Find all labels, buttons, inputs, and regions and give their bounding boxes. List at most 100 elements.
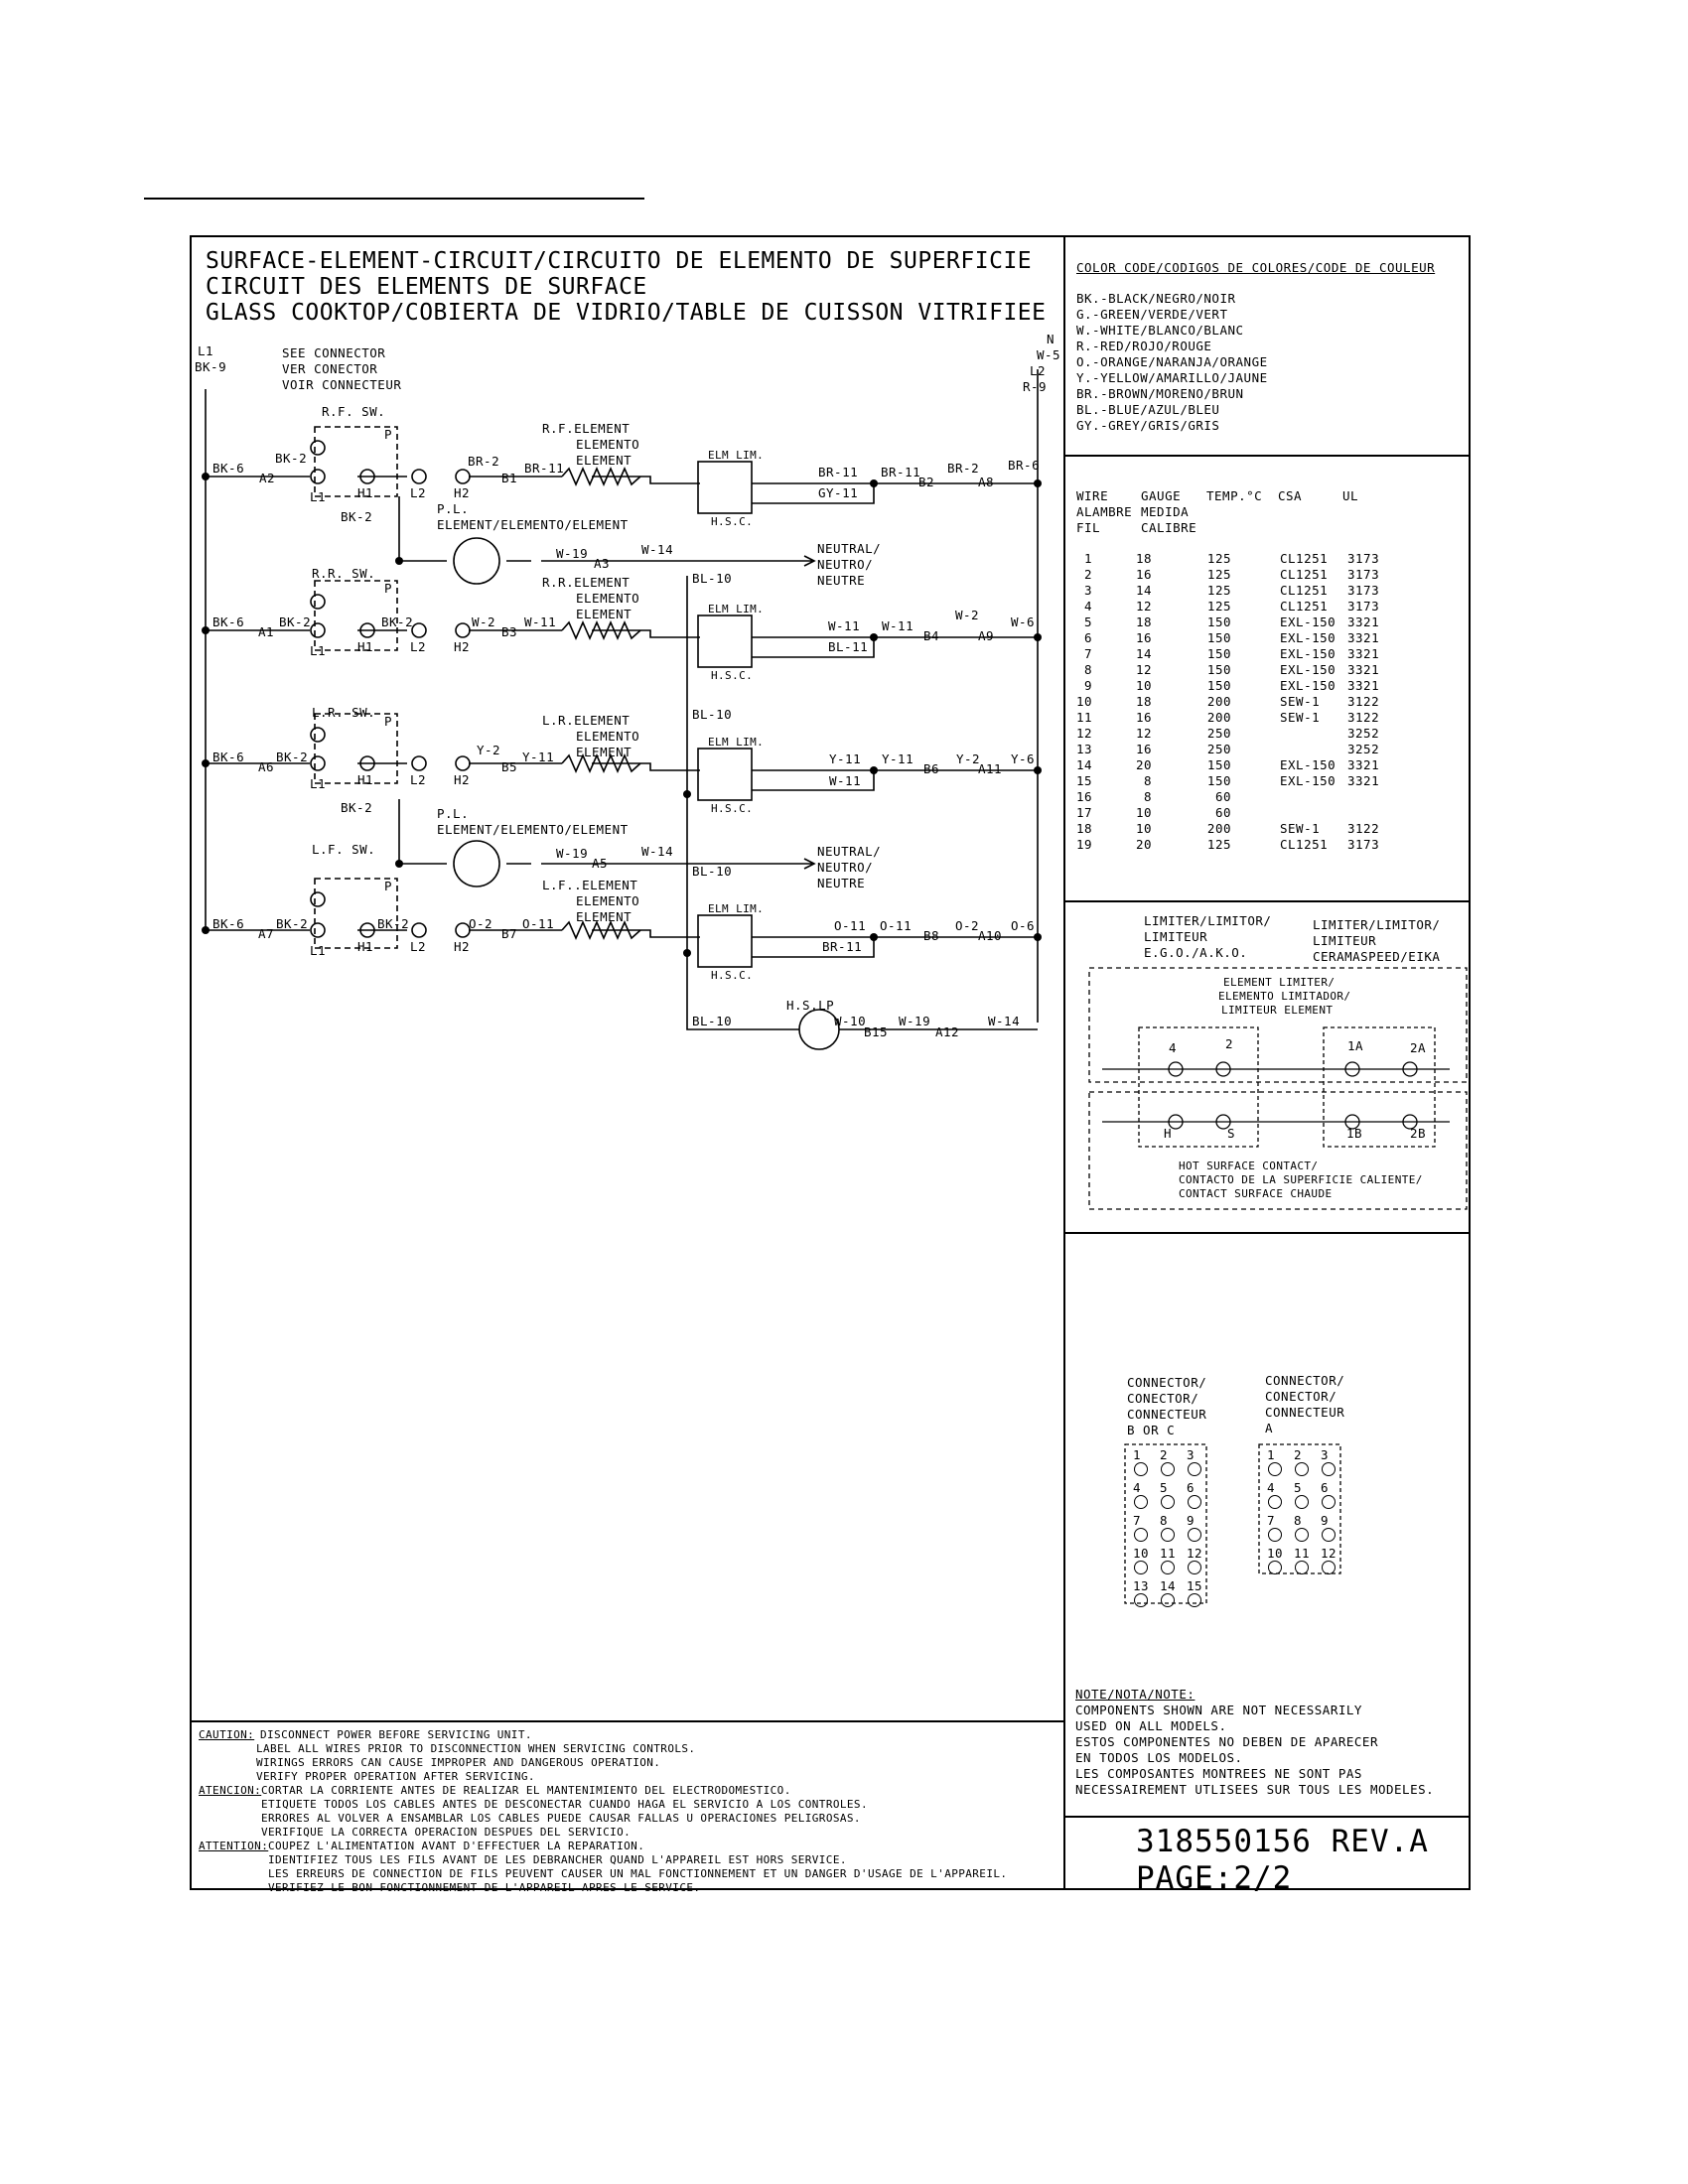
wire-o11-lf-b: O-11 <box>834 918 867 933</box>
wire-table-cell: 125 <box>1206 583 1231 598</box>
divider-wiretable <box>1063 900 1471 902</box>
conn-b4: B4 <box>923 628 940 643</box>
hsc-tag-lf: H.S.C. <box>711 969 754 982</box>
wire-bk2-rf: BK-2 <box>275 451 308 466</box>
terminal-l1-lr: L1 <box>310 776 327 791</box>
wire-table-cell: 17 <box>1075 805 1092 820</box>
connector-pin-label: 1 <box>1133 1447 1142 1462</box>
connector-pin-label: 2 <box>1160 1447 1169 1462</box>
rr-switch-label: R.R. SW. <box>312 566 376 581</box>
rf-element-3: ELEMENT <box>576 453 633 468</box>
color-code-entry: GY.-GREY/GRIS/GRIS <box>1076 418 1220 433</box>
wire-table-cell: 3321 <box>1347 678 1380 693</box>
wire-table-cell: 60 <box>1214 789 1231 804</box>
connector-pin-label: 9 <box>1321 1513 1330 1528</box>
wire-table-cell: 8 <box>1143 789 1152 804</box>
wire-bl11-rr: BL-11 <box>828 639 869 654</box>
terminal-h2-lr: H2 <box>454 772 471 787</box>
connector-pin <box>1295 1561 1309 1574</box>
conn-b15: B15 <box>864 1024 889 1039</box>
wire-bk2-lf: BK-2 <box>276 916 309 931</box>
connector-pin <box>1134 1593 1148 1607</box>
wire-table-cell: 5 <box>1083 614 1092 629</box>
diagram-title-2: CIRCUIT DES ELEMENTS DE SURFACE <box>206 274 647 300</box>
neutral-1c: NEUTRE <box>817 573 866 588</box>
connector-pin <box>1295 1495 1309 1509</box>
see-connector-3: VOIR CONNECTEUR <box>282 377 402 392</box>
caution-fr-1: COUPEZ L'ALIMENTATION AVANT D'EFFECTUER … <box>268 1840 645 1852</box>
wire-y11-lr-b: Y-11 <box>829 751 862 766</box>
wire-table-cell: CL1251 <box>1280 599 1329 614</box>
connector-a-label-4: A <box>1265 1421 1274 1435</box>
caution-en-3: WIRINGS ERRORS CAN CAUSE IMPROPER AND DA… <box>256 1756 661 1769</box>
wire-y6-lr: Y-6 <box>1011 751 1036 766</box>
limiter-cera-2: LIMITEUR <box>1313 933 1377 948</box>
conn-a1: A1 <box>258 624 275 639</box>
color-code-entry: BL.-BLUE/AZUL/BLEU <box>1076 402 1220 417</box>
limiter-terminal-h: H <box>1164 1126 1173 1141</box>
wire-table-cell: 150 <box>1206 757 1231 772</box>
wire-br2-rf: BR-2 <box>468 454 500 469</box>
connector-pin <box>1161 1495 1175 1509</box>
rf-element-1: R.F.ELEMENT <box>542 421 631 436</box>
connector-pin-label: 6 <box>1321 1480 1330 1495</box>
wire-o11-lf: O-11 <box>522 916 555 931</box>
wire-w14-pl1: W-14 <box>641 542 674 557</box>
wire-table-cell: 14 <box>1075 757 1092 772</box>
wire-table-cell: SEW-1 <box>1280 694 1321 709</box>
limiter-terminal-s: S <box>1227 1126 1236 1141</box>
connector-pin-label: 2 <box>1294 1447 1303 1462</box>
neutral-1a: NEUTRAL/ <box>817 541 882 556</box>
wire-table-cell: 3173 <box>1347 567 1380 582</box>
limiter-terminal-2a: 2A <box>1410 1040 1427 1055</box>
wire-w19-hs: W-19 <box>899 1014 931 1028</box>
color-code-entry: O.-ORANGE/NARANJA/ORANGE <box>1076 354 1268 369</box>
wire-o2-lf-b: O-2 <box>955 918 980 933</box>
connector-pin <box>1295 1462 1309 1476</box>
connector-pin <box>1188 1528 1201 1542</box>
wire-table-cell: 18 <box>1075 821 1092 836</box>
wire-table-cell: EXL-150 <box>1280 614 1336 629</box>
terminal-h2-rr: H2 <box>454 639 471 654</box>
wire-table-cell: 150 <box>1206 630 1231 645</box>
terminal-h1-lr: H1 <box>357 772 374 787</box>
hsc-tag-rf: H.S.C. <box>711 515 754 528</box>
limiter-cera-3: CERAMASPEED/EIKA <box>1313 949 1441 964</box>
connector-pin <box>1322 1561 1336 1574</box>
rr-element-3: ELEMENT <box>576 607 633 621</box>
lf-element-2: ELEMENTO <box>576 893 640 908</box>
wire-table-cell: 1 <box>1083 551 1092 566</box>
wire-table-cell: 7 <box>1083 646 1092 661</box>
wire-bk6-lf: BK-6 <box>212 916 245 931</box>
wire-table-cell: 60 <box>1214 805 1231 820</box>
terminal-h2-lf: H2 <box>454 939 471 954</box>
terminal-l2-rf: L2 <box>410 485 427 500</box>
terminal-l2-lr: L2 <box>410 772 427 787</box>
wire-bk2-lf-b: BK-2 <box>377 916 410 931</box>
wire-table-cell: 4 <box>1083 599 1092 614</box>
lf-switch-label: L.F. SW. <box>312 842 376 857</box>
connector-pin <box>1134 1462 1148 1476</box>
connector-pin-label: 9 <box>1187 1513 1196 1528</box>
elm-lim-tag-rr: ELM LIM. <box>708 603 765 615</box>
limiter-ego-2: LIMITEUR <box>1144 929 1208 944</box>
caution-en-label: CAUTION: <box>199 1728 255 1741</box>
conn-b5: B5 <box>501 759 518 774</box>
conn-a6: A6 <box>258 759 275 774</box>
connector-pin-label: 8 <box>1294 1513 1303 1528</box>
connector-pin-label: 5 <box>1160 1480 1169 1495</box>
wire-table-cell: 6 <box>1083 630 1092 645</box>
hslp-label: H.S.LP <box>786 998 835 1013</box>
connector-pin-label: 10 <box>1267 1546 1284 1561</box>
connector-pin <box>1161 1561 1175 1574</box>
wire-w19-pl2: W-19 <box>556 846 589 861</box>
wire-table-cell: EXL-150 <box>1280 630 1336 645</box>
connector-pin-label: 13 <box>1133 1578 1150 1593</box>
header-rule <box>144 198 644 200</box>
wire-table-cell: EXL-150 <box>1280 773 1336 788</box>
n-label: N <box>1047 332 1055 346</box>
wire-table-cell: 20 <box>1135 837 1152 852</box>
connector-pin-label: 12 <box>1321 1546 1337 1561</box>
neutral-2a: NEUTRAL/ <box>817 844 882 859</box>
connector-bc-label-3: CONNECTEUR <box>1127 1407 1207 1422</box>
